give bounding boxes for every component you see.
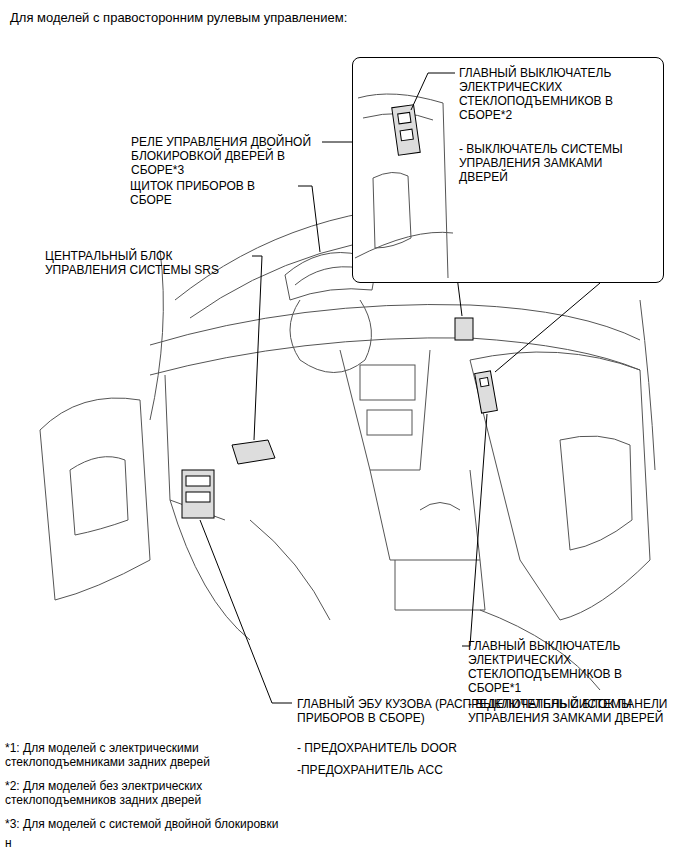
sub-item: - ПРЕДОХРАНИТЕЛЬ DOOR [297,741,547,755]
part-label: ЦЕНТРАЛЬНЫЙ БЛОК УПРАВЛЕНИЯ СИСТЕМЫ SRS [45,249,250,277]
sub-item: -ПРЕДОХРАНИТЕЛЬ ACC [297,763,547,777]
footnote: *1: Для моделей с электрическими стеклоп… [5,741,245,769]
callout-label: ГЛАВНЫЙ ВЫКЛЮЧАТЕЛЬ ЭЛЕКТРИЧЕСКИХ СТЕКЛО… [459,66,654,122]
part-label: ГЛАВНЫЙ ВЫКЛЮЧАТЕЛЬ ЭЛЕКТРИЧЕСКИХ СТЕКЛО… [468,639,668,695]
part-label: ЩИТОК ПРИБОРОВ В СБОРЕ [130,179,300,207]
page-heading: Для моделей с правосторонним рулевым упр… [10,10,347,26]
part-label: ГЛАВНЫЙ ЭБУ КУЗОВА (РАСПРЕДЕЛИТЕЛЬНЫЙ БЛ… [297,697,682,725]
footnote: *3: Для моделей с системой двойной блоки… [5,817,305,831]
part-label: РЕЛЕ УПРАВЛЕНИЯ ДВОЙНОЙ БЛОКИРОВКОЙ ДВЕР… [131,135,321,177]
inset-panel: ГЛАВНЫЙ ВЫКЛЮЧАТЕЛЬ ЭЛЕКТРИЧЕСКИХ СТЕКЛО… [352,57,664,283]
callout-label: - ВЫКЛЮЧАТЕЛЬ СИСТЕМЫ УПРАВЛЕНИЯ ЗАМКАМИ… [459,142,654,184]
footnote: *2: Для моделей без электрических стекло… [5,779,245,807]
footnote: н [5,836,45,850]
